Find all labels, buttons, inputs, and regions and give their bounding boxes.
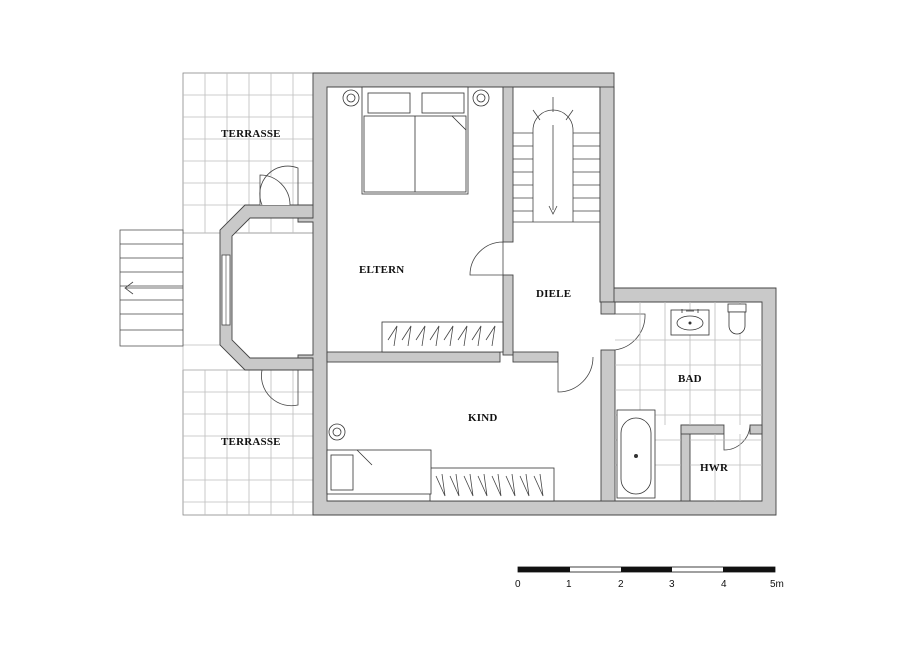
scale-tick-3: 3 — [669, 579, 675, 590]
indoor-stairs — [513, 97, 600, 223]
scale-tick-2: 2 — [618, 579, 624, 590]
wardrobe-kind — [429, 467, 555, 502]
label-bad: BAD — [678, 373, 702, 385]
label-terrace-bottom: TERRASSE — [221, 436, 281, 448]
bathtub — [616, 409, 656, 499]
washbasin — [670, 309, 710, 336]
label-diele: DIELE — [536, 288, 571, 300]
outdoor-stairs — [119, 229, 184, 347]
walls — [297, 72, 777, 516]
label-terrace-top: TERRASSE — [221, 128, 281, 140]
wardrobe-eltern — [381, 321, 504, 353]
scale-bar: 0 1 2 3 4 5m — [515, 566, 784, 590]
label-hwr: HWR — [700, 462, 729, 474]
doors — [259, 165, 751, 451]
scale-tick-5m: 5m — [770, 579, 784, 590]
label-eltern: ELTERN — [359, 264, 404, 276]
scale-tick-1: 1 — [566, 579, 572, 590]
label-kind: KIND — [468, 412, 498, 424]
double-bed — [342, 86, 490, 195]
toilet — [727, 303, 747, 335]
single-bed — [326, 423, 432, 495]
bay-window — [219, 204, 314, 371]
scale-tick-0: 0 — [515, 579, 521, 590]
scale-tick-4: 4 — [721, 579, 727, 590]
terrace-bottom-area — [182, 369, 314, 516]
